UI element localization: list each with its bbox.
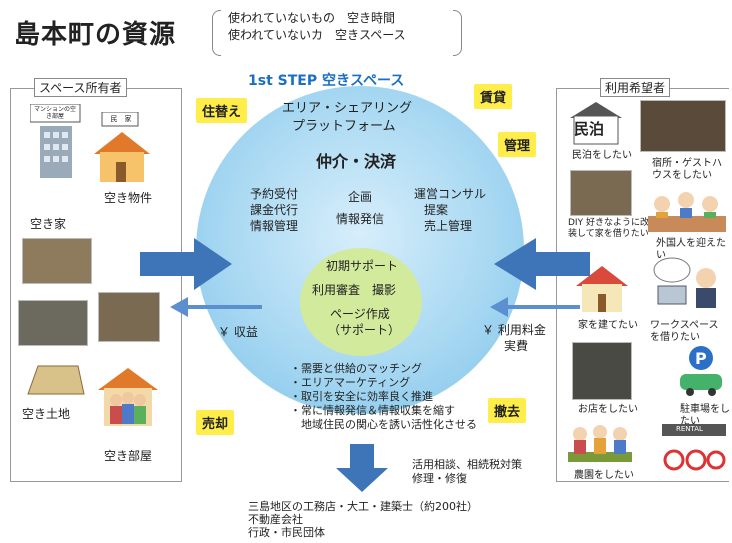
service-mid: 企画情報発信 <box>336 190 385 226</box>
arrow-down <box>336 444 388 492</box>
subtitle-line: 使われていないもの 空き時間 <box>228 11 396 25</box>
parking-illustration: P <box>680 346 722 396</box>
shop-label: お店をしたい <box>578 404 638 415</box>
farm-label: 農園をしたい <box>574 470 634 481</box>
arrow-user-in <box>494 238 590 290</box>
svg-text:P: P <box>695 349 707 368</box>
mansion-illustration <box>30 104 81 178</box>
step-label: 1st STEP 空きスペース <box>248 73 405 89</box>
diy-photo <box>570 170 632 216</box>
bottom-text: 三島地区の工務店・大工・建築士（約200社）不動産会社行政・市民団体 <box>248 500 478 539</box>
house-illustration <box>94 112 150 182</box>
arrow-income-head <box>170 297 188 317</box>
farm-illustration <box>568 425 632 462</box>
guesthouse-photo <box>640 100 726 152</box>
service-left: 予約受付課金代行情報管理 <box>250 187 299 233</box>
income-label: ￥ 収益 <box>218 325 258 339</box>
service-right: 運営コンサル提案売上管理 <box>414 187 487 233</box>
minpaku-sign: 民泊 <box>574 120 605 138</box>
badge-tekkyo: 撤去 <box>488 398 527 423</box>
build-label: 家を建てたい <box>578 320 638 331</box>
vacant-house-label: 空き家 <box>30 217 67 231</box>
vacant-house-photo-3 <box>98 292 160 342</box>
vacant-house-photo-2 <box>18 300 88 346</box>
vacant-house-photo <box>22 238 92 284</box>
vacant-room-label: 空き部屋 <box>104 449 153 463</box>
badge-sumikae: 住替え <box>196 98 248 123</box>
rental-bike-illustration <box>662 424 726 471</box>
fees-label: ￥ 利用料金実費 <box>482 323 546 353</box>
arrow-fees-head <box>490 297 508 317</box>
rental-sign: RENTAL <box>676 425 703 433</box>
vacant-land-illustration <box>27 365 85 395</box>
guesthouse-label: 宿所・ゲストハウスをしたい <box>652 158 722 181</box>
parking-label: 駐車場をしたい <box>680 404 730 427</box>
badge-kanri: 管理 <box>498 132 537 157</box>
vacant-property-label: 空き物件 <box>104 191 153 205</box>
workspace-label: ワークスペースを借りたい <box>650 320 719 343</box>
arrow-owner-in <box>140 238 232 290</box>
core-label: 仲介・決済 <box>316 152 397 171</box>
mansion-sign: マンションの空き部屋 <box>33 106 76 120</box>
minpaku-illustration <box>570 102 622 145</box>
inner-line: ページ作成 <box>330 307 390 321</box>
workspace-illustration <box>653 257 716 308</box>
badge-baikyaku: 売却 <box>196 410 235 435</box>
diy-label: DIY 好きなように改装して家を借りたい <box>568 218 649 239</box>
subtitle-line: 使われていないカ 空きスペース <box>228 28 406 42</box>
page-title: 島本町の資源 <box>14 20 177 50</box>
inner-line: （サポート） <box>328 323 401 337</box>
house-sign: 民 家 <box>110 115 132 123</box>
inner-line: 初期サポート <box>326 259 399 273</box>
foreigners-illustration <box>648 192 726 232</box>
shop-photo <box>572 342 632 400</box>
bullet-list: ・需要と供給のマッチング・エリアマーケティング・取引を安全に効率良く推進・常に情… <box>290 362 477 431</box>
minpaku-label: 民泊をしたい <box>572 150 632 161</box>
platform-line: エリア・シェアリング <box>282 101 413 116</box>
support-circle <box>300 248 422 356</box>
consult-label: 活用相談、相続税対策修理・修復 <box>412 458 522 485</box>
inner-line: 利用審査 撮影 <box>312 283 397 297</box>
family-illustration <box>98 368 158 426</box>
vacant-land-label: 空き土地 <box>22 407 71 421</box>
platform-line: プラットフォーム <box>292 119 396 134</box>
owner-label: スペース所有者 <box>34 78 127 97</box>
badge-chintai: 賃貸 <box>474 84 513 109</box>
build-illustration <box>576 266 628 312</box>
foreigners-label: 外国人を迎えたい <box>656 238 726 261</box>
subtitle-box: 使われていないもの 空き時間 使われていないカ 空きスペース <box>212 10 462 56</box>
user-label: 利用希望者 <box>600 78 671 97</box>
